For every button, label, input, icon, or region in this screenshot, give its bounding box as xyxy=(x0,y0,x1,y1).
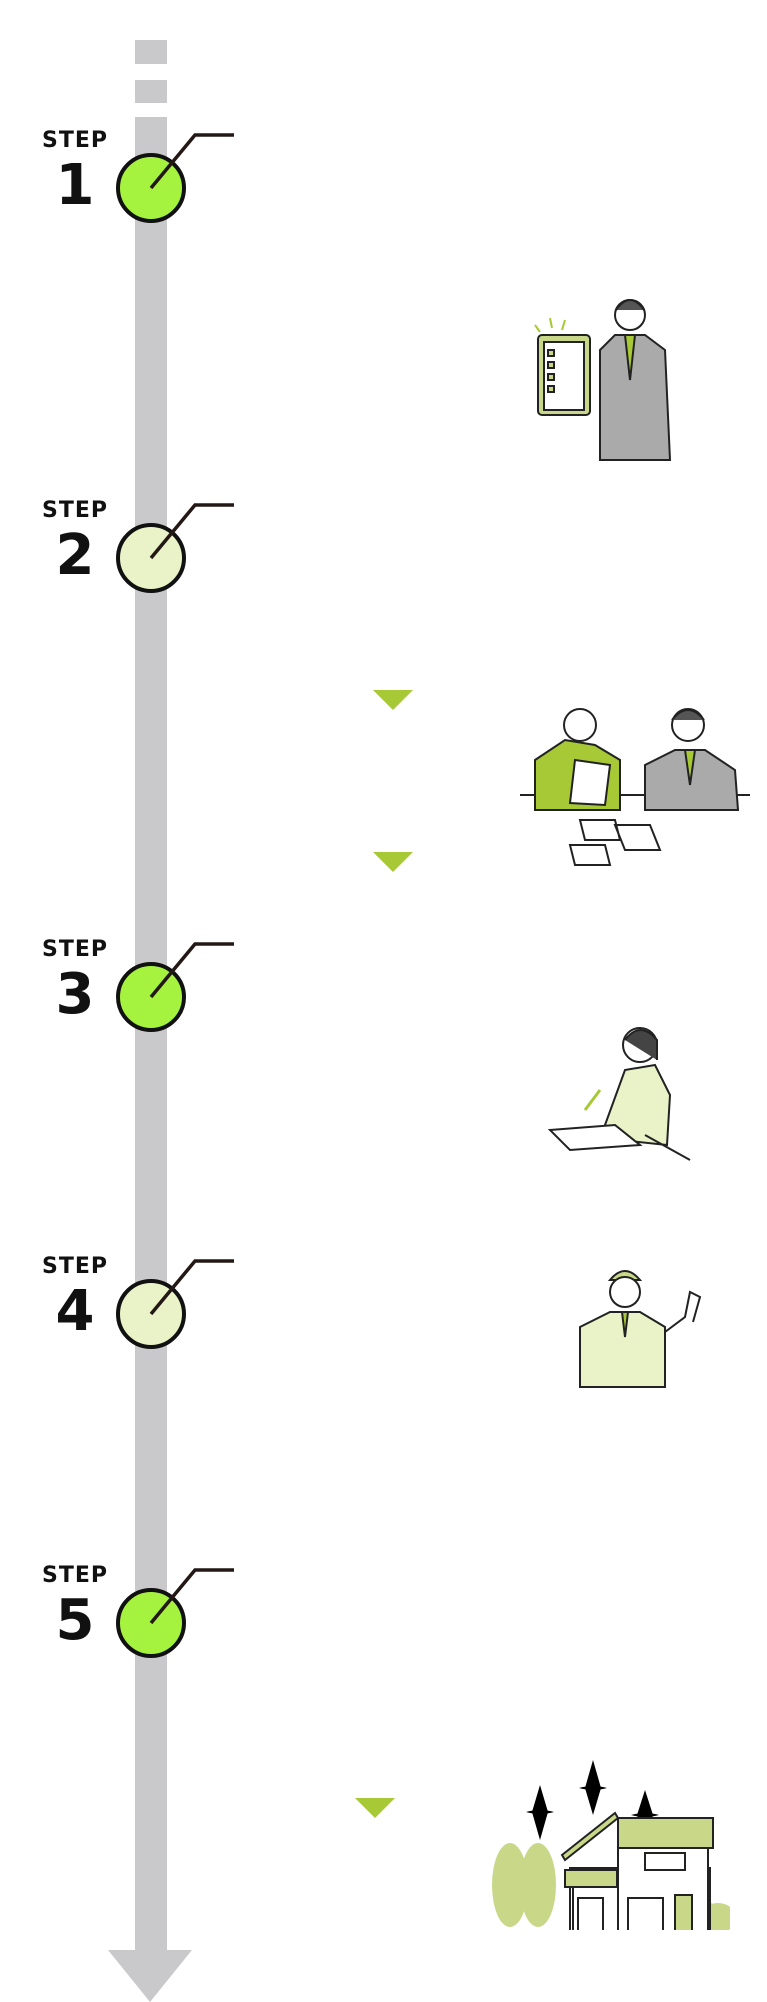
sparkling-house-icon xyxy=(492,1760,730,1930)
step-label: STEP xyxy=(42,1254,109,1279)
step-4: STEP 4 xyxy=(0,1254,260,1384)
step-marker-icon xyxy=(116,1568,234,1658)
step-3: STEP 3 xyxy=(0,937,260,1067)
step-label: STEP xyxy=(42,1563,109,1588)
step-2: STEP 2 xyxy=(0,498,260,628)
step-marker-icon xyxy=(116,503,234,593)
step-number: 4 xyxy=(55,1279,95,1344)
step-number: 1 xyxy=(55,153,95,218)
step-marker-icon xyxy=(116,942,234,1032)
step-number: 5 xyxy=(55,1588,95,1653)
timeline-arrow-down-icon xyxy=(108,1950,192,2002)
step-1: STEP 1 xyxy=(0,128,260,258)
presenter-with-clipboard-icon xyxy=(534,299,672,461)
step-number: 3 xyxy=(55,962,95,1027)
step-marker-icon xyxy=(116,133,234,223)
step-label: STEP xyxy=(42,128,109,153)
flow-arrow-down-icon xyxy=(373,690,413,710)
flow-arrow-down-icon xyxy=(373,852,413,872)
step-5: STEP 5 xyxy=(0,1563,260,1693)
track-dash xyxy=(135,40,167,64)
step-label: STEP xyxy=(42,937,109,962)
track-dash xyxy=(135,80,167,103)
flow-arrow-down-icon xyxy=(355,1798,395,1818)
step-marker-icon xyxy=(116,1259,234,1349)
step-number: 2 xyxy=(55,523,95,588)
step-label: STEP xyxy=(42,498,109,523)
meeting-at-table-icon xyxy=(520,708,750,866)
woman-writing-icon xyxy=(547,1027,691,1161)
worker-in-cap-icon xyxy=(579,1270,702,1388)
